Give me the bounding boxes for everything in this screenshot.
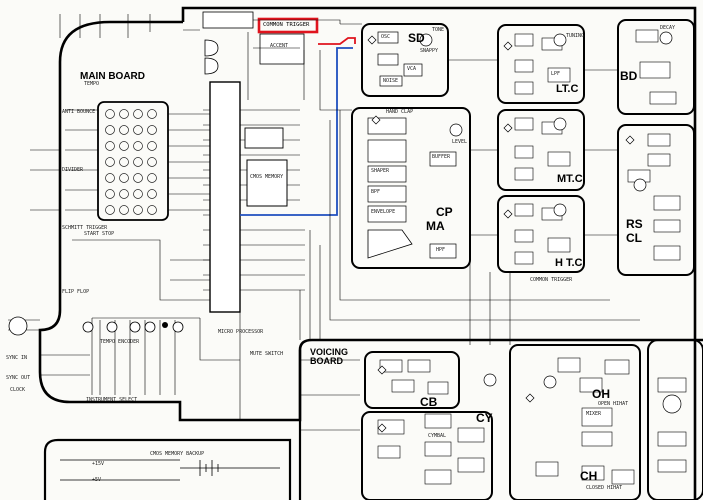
label-rs: RS	[626, 217, 643, 231]
label-instrument-select: INSTRUMENT SELECT	[86, 397, 138, 403]
sd-block	[361, 23, 449, 97]
rscl-block	[617, 124, 695, 276]
label-snappy: SNAPPY	[420, 48, 439, 54]
label-cl: CL	[626, 231, 642, 245]
label-mixer: MIXER	[586, 411, 602, 417]
label-clock: CLOCK	[10, 387, 26, 393]
main-board-title: MAIN BOARD	[80, 71, 145, 82]
label-divider: DIVIDER	[62, 167, 84, 173]
ltc-block	[497, 24, 585, 104]
label-vcc: +5V	[92, 477, 102, 483]
label-open-hihat: OPEN HIHAT	[598, 401, 629, 407]
cmos-memory-chip	[246, 159, 288, 207]
label-level: LEVEL	[452, 139, 468, 145]
label-cy: CY	[476, 411, 493, 425]
label-tuning: TUNING	[566, 33, 585, 39]
label-accent: ACCENT	[270, 43, 289, 49]
accent-block	[259, 33, 305, 65]
label-cymbal: CYMBAL	[428, 433, 447, 439]
label-schmitt: SCHMITT TRIGGER	[62, 225, 108, 231]
label-start-stop: START STOP	[84, 231, 115, 237]
label-closed-hihat: CLOSED HIHAT	[586, 485, 623, 491]
label-common-trigger-bottom: COMMON TRIGGER	[530, 277, 573, 283]
label-bd: BD	[620, 69, 638, 83]
highlight-text: COMMON TRIGGER	[263, 22, 310, 28]
label-cmos-memory: CMOS MEMORY	[250, 174, 284, 180]
label-ltc: LT.C	[556, 83, 579, 95]
switch-matrix	[97, 101, 169, 221]
label-mute-switch: MUTE SWITCH	[250, 351, 284, 357]
cp-block	[351, 107, 471, 269]
label-sync-out: SYNC OUT	[6, 375, 31, 381]
label-htc: H T.C	[555, 257, 583, 269]
label-mtc: MT.C	[557, 173, 583, 185]
voicing-board-title: VOICING BOARD	[310, 347, 349, 366]
nand-multi	[202, 11, 254, 29]
label-ma: MA	[426, 219, 445, 233]
label-hand-clap: HAND CLAP	[386, 109, 414, 115]
ohch-block	[509, 344, 641, 500]
htc-block	[497, 195, 585, 273]
label-sd: SD	[408, 31, 425, 45]
red-trigger-wire	[318, 37, 356, 45]
label-oh: OH	[592, 387, 610, 401]
label-cp: CP	[436, 205, 453, 219]
label-tempo-encoder: TEMPO ENCODER	[100, 339, 140, 345]
label-decay: DECAY	[660, 25, 676, 31]
label-noise: NOISE	[383, 78, 399, 84]
label-tempo: TEMPO	[84, 81, 100, 87]
label-bpf: BPF	[371, 189, 381, 195]
panel-knobs	[8, 316, 184, 336]
label-envelope: ENVELOPE	[371, 209, 396, 215]
label-flip-flop: FLIP FLOP	[62, 289, 90, 295]
label-anti-bounce: ANTI BOUNCE	[62, 109, 96, 115]
decoder-chip	[244, 127, 284, 149]
label-vca: VCA	[407, 66, 417, 72]
label-tone: TONE	[432, 27, 445, 33]
cpu-chip	[209, 81, 241, 313]
label-vce: +15V	[92, 461, 105, 467]
label-buffer: BUFFER	[432, 154, 451, 160]
bd-block	[617, 19, 695, 115]
lower-left-bay	[43, 438, 292, 500]
cb-block	[364, 351, 460, 409]
label-lpf: LPF	[551, 71, 561, 77]
common-trigger-highlight	[257, 17, 319, 34]
label-cmos-battery: CMOS MEMORY BACKUP	[150, 451, 205, 457]
label-hpf: HPF	[436, 247, 446, 253]
label-shaper: SHAPER	[371, 168, 390, 174]
matrix-buttons	[105, 109, 157, 215]
label-ch: CH	[580, 469, 598, 483]
label-micro-processor: MICRO PROCESSOR	[218, 329, 264, 335]
right-edge-block	[647, 339, 703, 500]
blue-trigger-wire	[240, 47, 353, 216]
label-osc: OSC	[381, 34, 391, 40]
cy-block	[361, 411, 493, 500]
label-cb: CB	[420, 395, 438, 409]
label-sync-in: SYNC IN	[6, 355, 28, 361]
